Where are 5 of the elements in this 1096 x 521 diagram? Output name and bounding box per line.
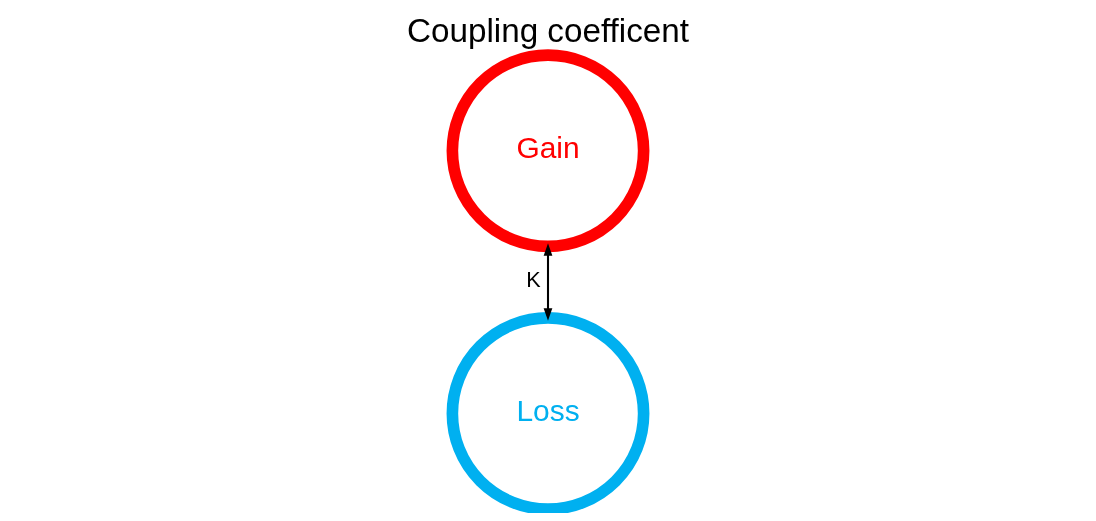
diagram-title: Coupling coefficent (406, 11, 690, 49)
arrow (543, 243, 553, 321)
edge-label: K (526, 267, 541, 293)
node-circle: Gain (446, 49, 650, 253)
node-circle: Loss (446, 312, 650, 513)
